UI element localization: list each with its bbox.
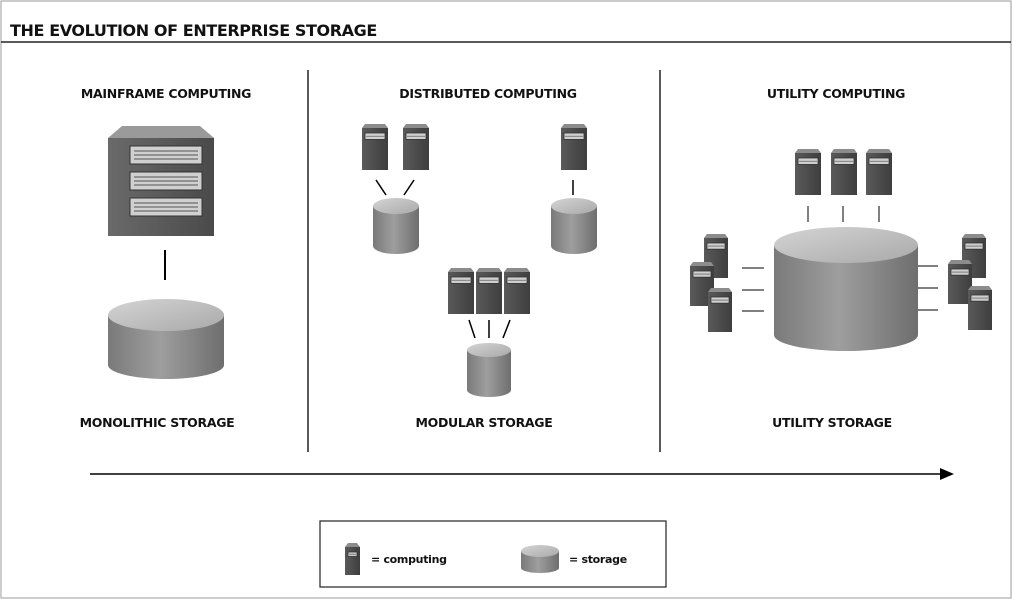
distributed-connectors bbox=[375, 179, 574, 339]
server-icon bbox=[345, 543, 360, 575]
utility-storage-label: UTILITY STORAGE bbox=[772, 415, 892, 430]
storage-cylinder-icon bbox=[373, 198, 419, 254]
utility-connectors bbox=[742, 206, 938, 312]
server-icon bbox=[866, 149, 892, 195]
utility-storage-cylinder bbox=[774, 227, 918, 351]
monolithic-storage-cylinder bbox=[108, 299, 224, 379]
storage-cylinder-icon bbox=[551, 198, 597, 254]
server-icon bbox=[504, 268, 530, 314]
legend-storage-icon bbox=[521, 545, 559, 573]
mainframe-computing-label: MAINFRAME COMPUTING bbox=[80, 86, 252, 101]
server-icon bbox=[403, 124, 429, 170]
server-icon bbox=[362, 124, 388, 170]
modular-storage-label: MODULAR STORAGE bbox=[415, 415, 553, 430]
server-icon bbox=[968, 286, 992, 330]
distributed-computing-label: DISTRIBUTED COMPUTING bbox=[399, 86, 577, 101]
utility-computing-label: UTILITY COMPUTING bbox=[766, 86, 906, 101]
monolithic-storage-label: MONOLITHIC STORAGE bbox=[79, 415, 235, 430]
page-title: THE EVOLUTION OF ENTERPRISE STORAGE bbox=[10, 21, 377, 40]
server-icon bbox=[561, 124, 587, 170]
server-icon bbox=[476, 268, 502, 314]
mainframe-icon bbox=[108, 126, 214, 236]
timeline-arrow bbox=[90, 468, 954, 480]
storage-cylinder-icon bbox=[467, 343, 511, 397]
legend-box bbox=[319, 520, 667, 588]
legend-computing-label: = computing bbox=[371, 553, 447, 566]
server-icon bbox=[708, 288, 732, 332]
server-icon bbox=[690, 262, 714, 306]
legend-server-icon bbox=[345, 543, 360, 575]
server-icon bbox=[831, 149, 857, 195]
legend-storage-label: = storage bbox=[569, 553, 627, 566]
server-icon bbox=[795, 149, 821, 195]
server-icon bbox=[448, 268, 474, 314]
